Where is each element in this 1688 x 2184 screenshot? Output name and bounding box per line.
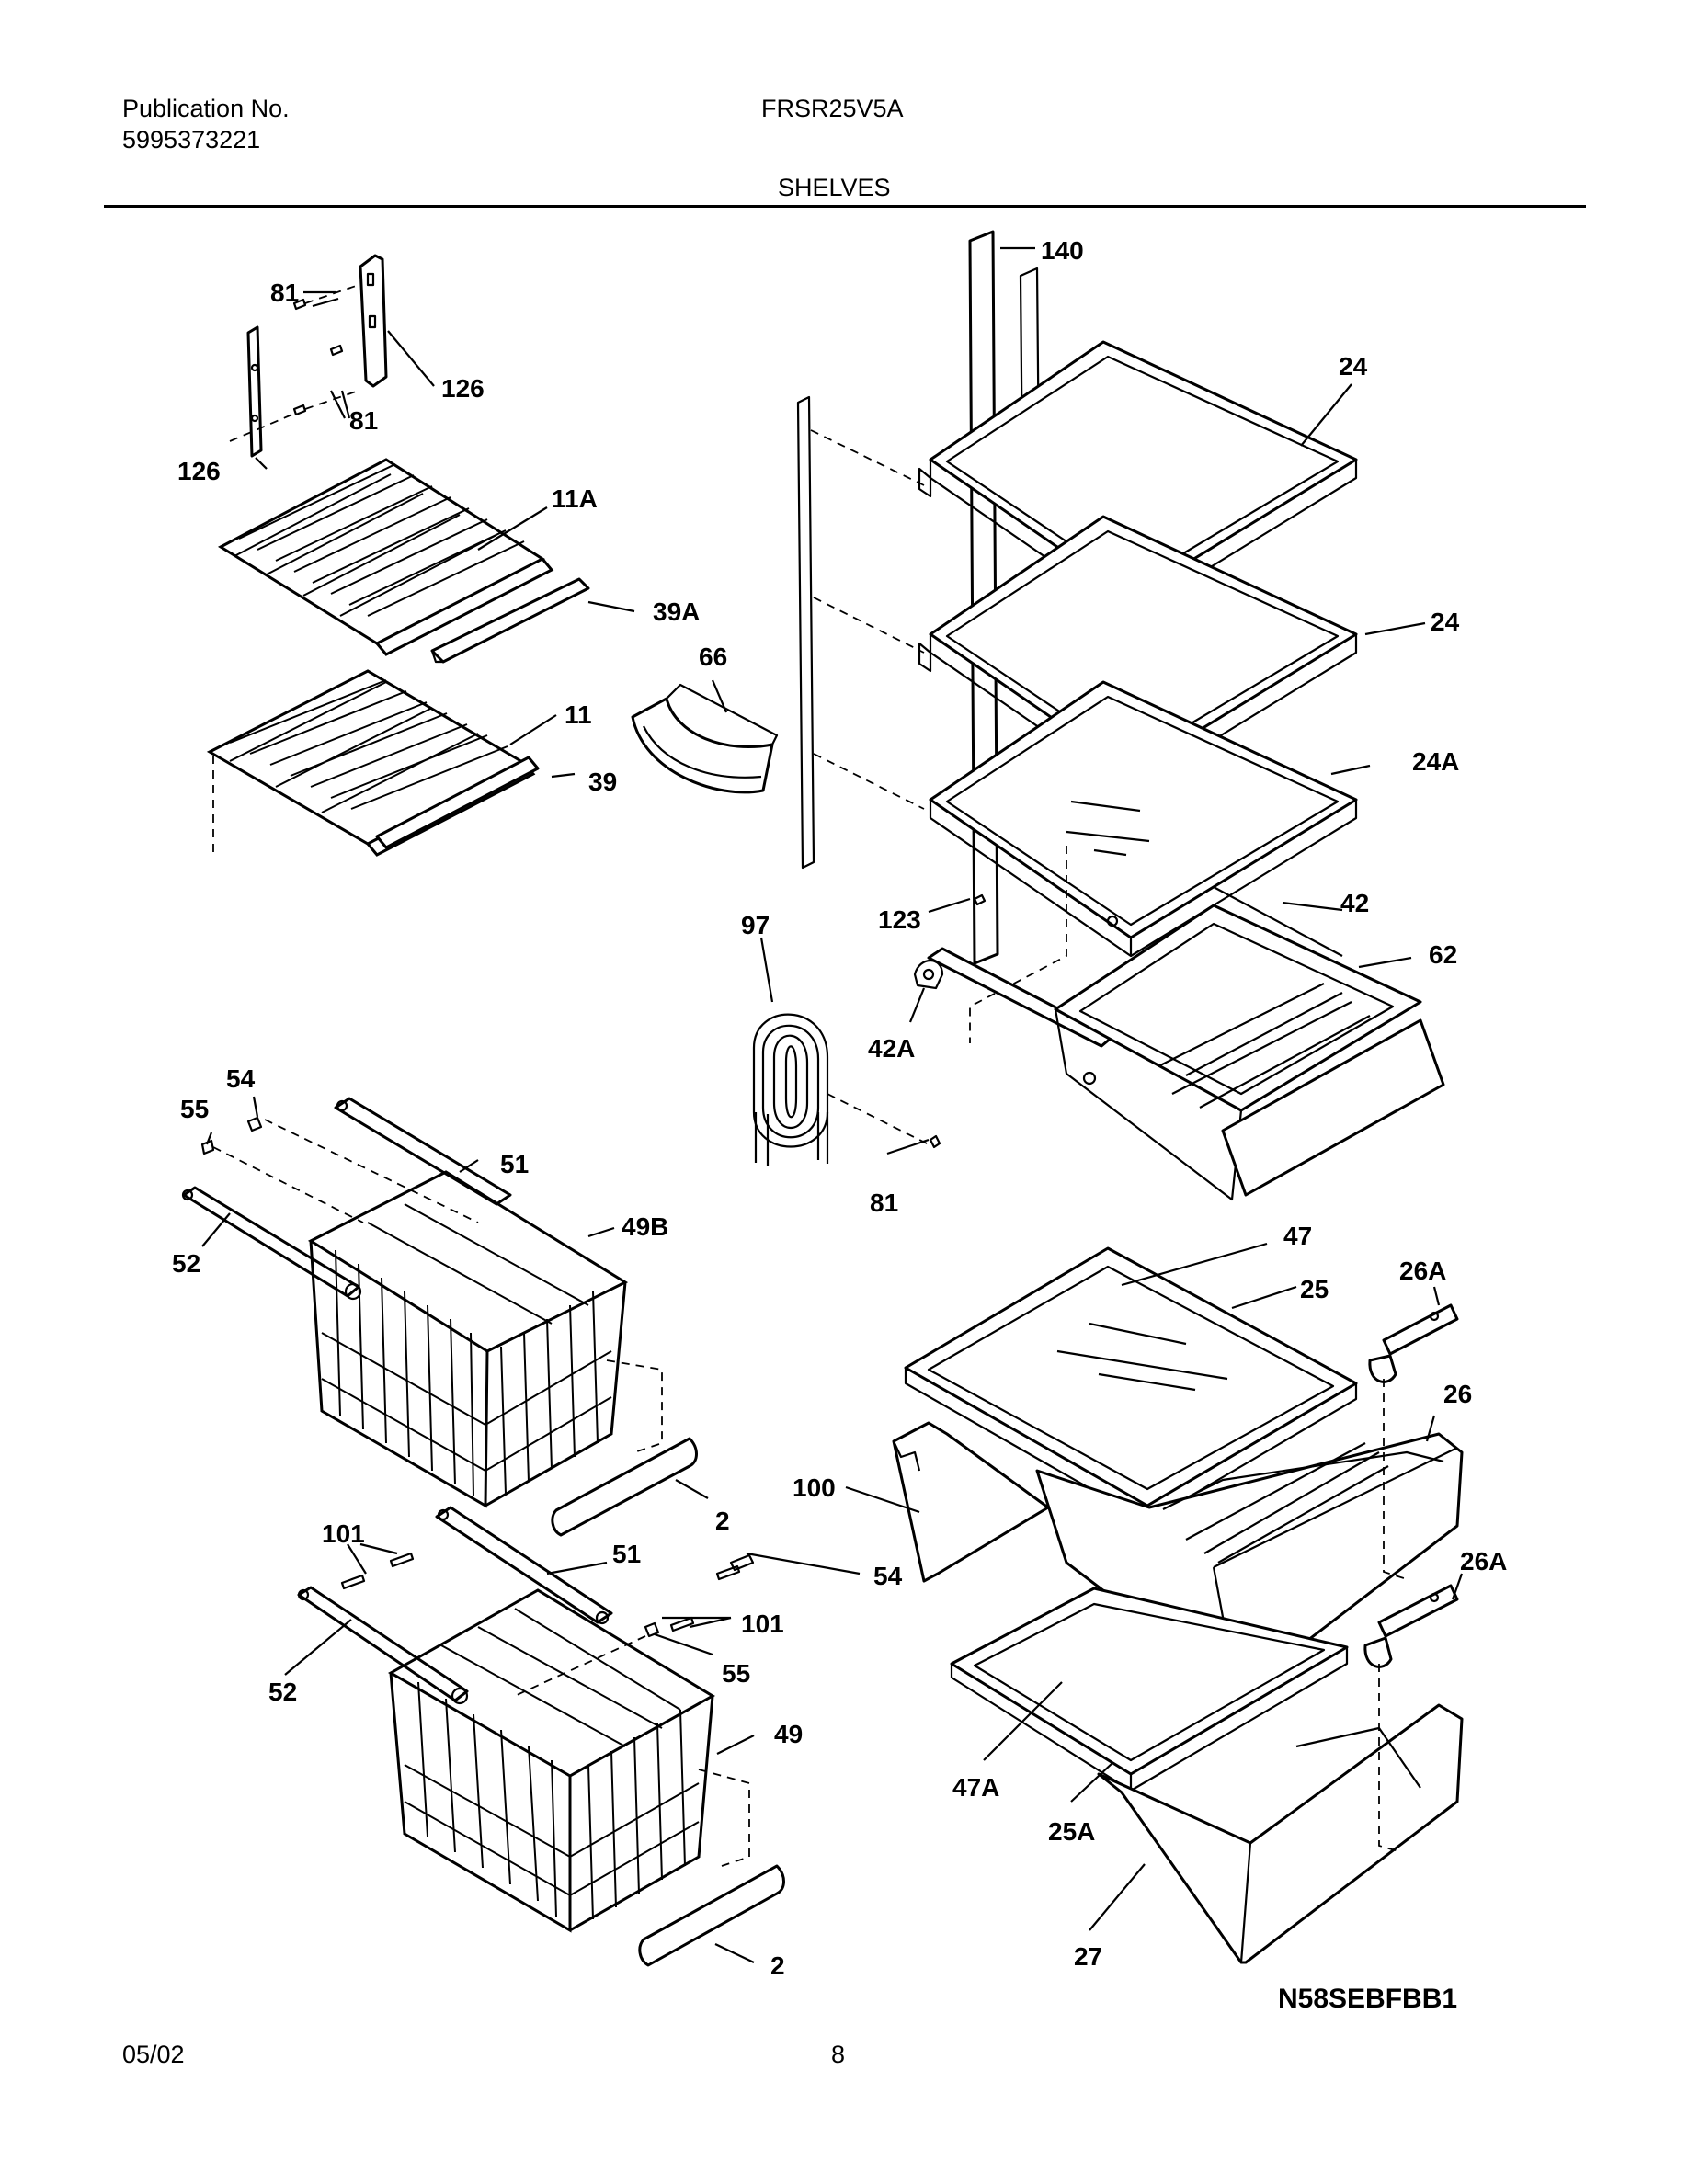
part-label: 51 [612,1540,641,1568]
part-label: 24 [1339,352,1368,381]
drawer-leader-dashed-lower [1378,1664,1403,1853]
part-label: 123 [878,905,921,934]
basket-screws-lower [340,1552,755,1697]
part-label: 26 [1443,1380,1472,1408]
part-label: 47A [952,1773,999,1802]
part-label: 26A [1399,1257,1446,1285]
diagram-code: N58SEBFBB1 [1278,1984,1458,2014]
part-label: 24 [1431,608,1460,636]
publication-label: Publication No. [122,95,290,122]
basket-slide-52-upper [181,1186,362,1301]
part-label: 39 [588,768,617,796]
part-label: 49B [622,1212,668,1241]
meat-pan-62 [1054,886,1445,1201]
part-labels: 140 24 24 24A 81 81 126 126 11A 39A 66 1… [172,236,1507,1980]
coil-97 [752,1013,941,1166]
shelf-rail-dashed [796,395,815,870]
wire-basket-49b [307,1170,629,1508]
bracket-screws [229,284,359,442]
wire-basket-49 [387,1588,715,1933]
shelf-bracket-right [359,254,388,388]
part-label: 42 [1340,889,1369,917]
section-title: SHELVES [778,174,891,201]
part-label: 2 [715,1507,730,1535]
crisper-leader-dashed [969,846,1067,1043]
part-label: 51 [500,1150,529,1178]
part-label: 81 [349,406,378,435]
part-label: 66 [699,643,727,671]
publication-number: 5995373221 [122,126,261,154]
part-label: 24A [1412,747,1459,776]
part-label: 25 [1300,1275,1329,1303]
part-label: 11 [565,700,592,729]
footer-date: 05/02 [122,2041,185,2068]
part-label: 101 [741,1610,784,1638]
wire-shelf-upper [217,458,554,656]
part-label: 101 [322,1519,365,1548]
part-label: 140 [1041,236,1084,265]
crisper-cover-66 [631,683,779,794]
part-label: 55 [180,1095,209,1123]
basket-slide-51-upper [334,1097,512,1206]
part-label: 27 [1074,1942,1102,1971]
part-label: 26A [1460,1547,1507,1575]
part-label: 81 [270,279,299,307]
header-divider [104,205,1586,208]
crisper-shelf-47a [950,1587,1349,1792]
part-label: 11A [552,484,598,513]
part-label: 126 [177,457,221,485]
part-label: 49 [774,1720,803,1748]
basket-leader-dashed-upper [606,1359,663,1453]
screw-123 [973,893,987,906]
leader-lines [201,246,1464,1963]
basket-screws-upper [200,1116,479,1223]
footer-page-number: 8 [831,2041,846,2068]
shelf-bracket-left [246,325,263,458]
basket-trim-2-upper [551,1437,698,1537]
rail-to-shelf-leaders [810,429,925,810]
part-label: 39A [653,597,700,626]
part-label: 126 [441,374,485,403]
part-label: 81 [870,1189,898,1217]
part-label: 42A [868,1034,915,1063]
crisper-divider-100 [892,1421,1050,1583]
part-label: 47 [1283,1222,1312,1250]
crisper-drawer-27 [1097,1703,1464,1964]
part-label: 2 [770,1951,785,1980]
shelf-trim-39 [375,756,540,849]
part-label: 52 [268,1678,297,1706]
part-label: 52 [172,1249,200,1278]
drawer-leader-dashed-upper [1383,1379,1408,1580]
wire-shelf-lower [206,669,536,857]
part-label: 100 [793,1473,836,1502]
shelf-trim-39a [430,577,590,664]
drawer-slide-26a-lower [1363,1584,1459,1668]
part-label: 97 [741,911,770,939]
basket-leader-dashed-lower [698,1769,750,1867]
part-label: 25A [1048,1817,1095,1846]
part-label: 54 [226,1064,256,1093]
drawer-slide-26a-upper [1368,1303,1459,1383]
part-label: 55 [722,1659,750,1688]
part-label: 54 [873,1562,903,1590]
basket-trim-2-lower [638,1864,785,1967]
part-label: 62 [1429,940,1457,969]
model-number: FRSR25V5A [761,95,904,122]
basket-slide-51-lower [435,1506,613,1625]
